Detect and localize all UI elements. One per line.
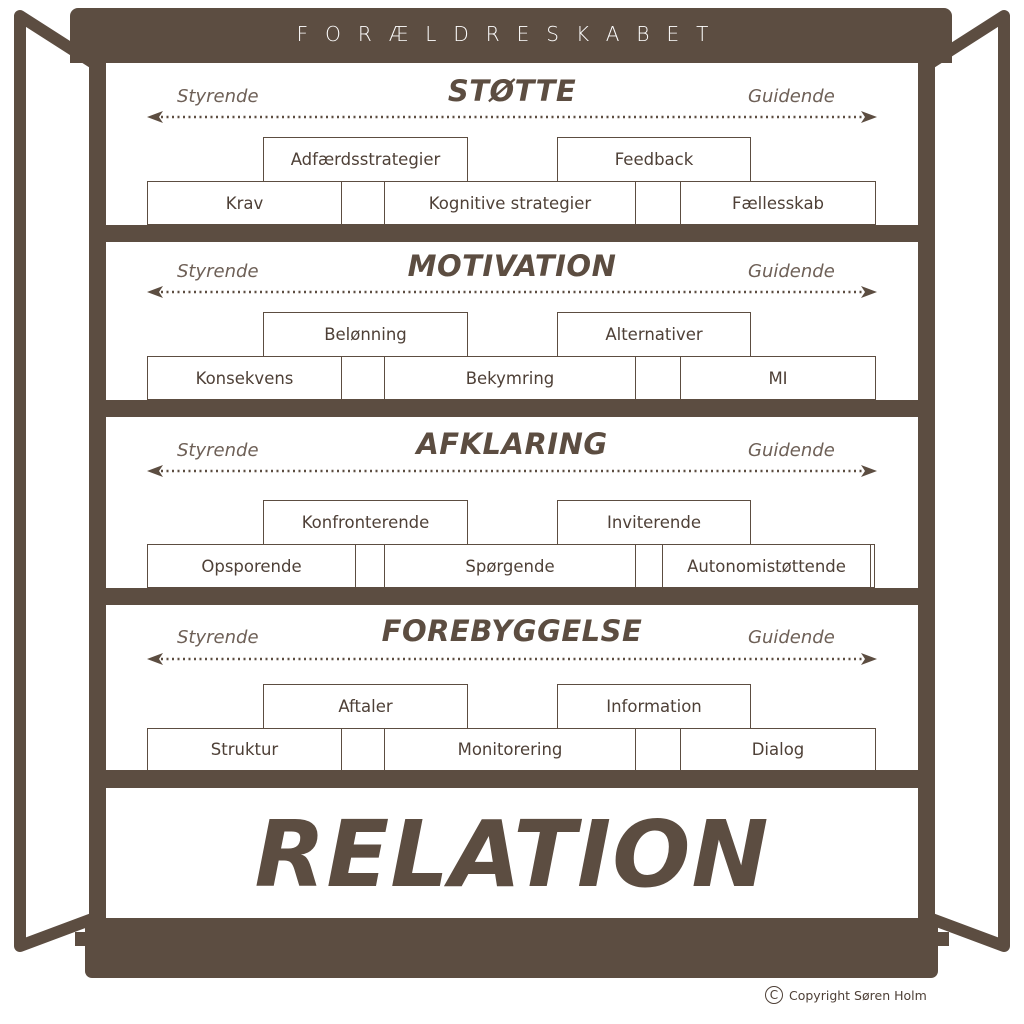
shelf-title: AFKLARING [416,427,608,461]
guidende-label: Guidende [748,440,835,461]
strategy-block: Spørgende [384,544,636,588]
styrende-label: Styrende [177,440,259,461]
strategy-block: Inviterende [557,500,751,545]
strategy-block: Monitorering [384,728,636,771]
strategy-block: Kognitive strategier [384,181,636,225]
strategy-block: Aftaler [263,684,468,729]
strategy-block: Konfronterende [263,500,468,545]
guidende-label: Guidende [748,627,835,648]
styrende-label: Styrende [177,86,259,107]
guidende-label: Guidende [748,86,835,107]
shelf-title: MOTIVATION [407,249,617,283]
strategy-block: Alternativer [557,312,751,357]
strategy-block: Bekymring [384,356,636,400]
strategy-block: Feedback [557,137,751,182]
strategy-block: Information [557,684,751,729]
styrende-label: Styrende [177,261,259,282]
cabinet-title: FORÆLDRESKABET [70,8,952,63]
shelf-title: FOREBYGGELSE [381,614,643,648]
strategy-block: Autonomistøttende [662,544,871,588]
left-door [14,10,101,952]
dotted-double-arrow [147,465,877,477]
dotted-double-arrow [147,653,877,665]
strategy-block: Fællesskab [680,181,876,225]
dotted-double-arrow [147,111,877,123]
strategy-block: Adfærdsstrategier [263,137,468,182]
shelf-title: STØTTE [447,74,577,108]
styrende-label: Styrende [177,627,259,648]
strategy-block: Struktur [147,728,342,771]
copyright-text: Copyright Søren Holm [789,987,927,1003]
strategy-block: MI [680,356,876,400]
strategy-block: Belønning [263,312,468,357]
dotted-double-arrow [147,286,877,298]
strategy-block: Opsporende [147,544,356,588]
right-door [923,10,1010,952]
guidende-label: Guidende [748,261,835,282]
strategy-block: Krav [147,181,342,225]
copyright: C Copyright Søren Holm [765,986,927,1004]
strategy-block: Dialog [680,728,876,771]
copyright-icon: C [765,986,783,1004]
strategy-block: Konsekvens [147,356,342,400]
foundation-relation: RELATION [254,801,770,908]
